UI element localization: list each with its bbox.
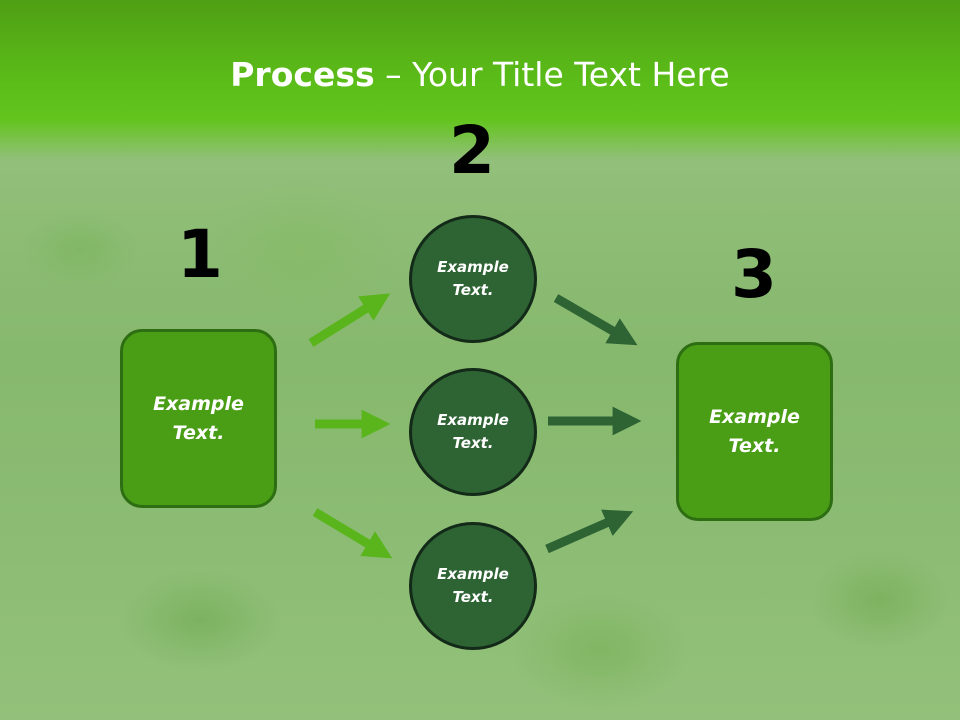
step-number-1: 1	[177, 216, 223, 293]
arrow-top-to-right	[553, 294, 638, 346]
arrow-left-to-bottom	[312, 508, 393, 559]
circle-top-text: Example Text.	[437, 258, 509, 299]
step-number-2: 2	[449, 112, 495, 189]
title-bold: Process	[230, 55, 375, 94]
arrow-bottom-to-right	[545, 509, 634, 554]
title-rest: – Your Title Text Here	[374, 55, 730, 94]
arrow-left-to-top	[308, 293, 391, 347]
step-1-box-text: Example Text.	[153, 392, 244, 444]
step-2-circle-top: Example Text.	[409, 215, 537, 343]
step-3-box-text: Example Text.	[709, 405, 800, 457]
step-number-3: 3	[731, 236, 777, 313]
slide-title: Process – Your Title Text Here	[0, 52, 960, 98]
step-1-box: Example Text.	[120, 329, 277, 508]
title-bar	[0, 0, 960, 160]
step-2-circle-bottom: Example Text.	[409, 522, 537, 650]
circle-middle-text: Example Text.	[437, 411, 509, 452]
step-3-box: Example Text.	[676, 342, 833, 521]
step-2-circle-middle: Example Text.	[409, 368, 537, 496]
circle-bottom-text: Example Text.	[437, 565, 509, 606]
